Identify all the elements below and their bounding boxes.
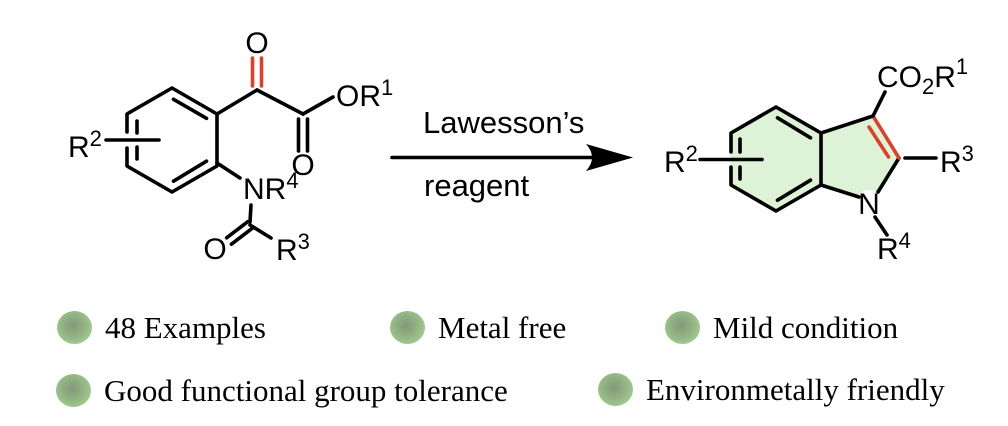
product-r2-label: R2 [664, 141, 698, 179]
product-r4-label: R4 [877, 228, 911, 266]
c2-c3-double-bond [867, 114, 901, 160]
feature-label: Metal free [438, 309, 567, 345]
reagent-line1: Lawesson’s [423, 105, 584, 140]
reagent-line2: reagent [424, 168, 530, 203]
green-sphere-bullet-icon [57, 310, 92, 344]
feature-item-metal-free: Metal free [390, 310, 566, 344]
feature-label: Mild condition [713, 309, 899, 345]
benzene-ring [125, 86, 219, 194]
r3-label: R3 [276, 229, 310, 267]
green-sphere-bullet-icon [598, 372, 633, 406]
n-amide-bond [248, 203, 253, 224]
indole-ring-fill [731, 107, 899, 211]
green-sphere-bullet-icon [390, 310, 425, 344]
feature-item-mild-condition: Mild condition [665, 310, 898, 344]
ester-double-bond [296, 117, 310, 153]
feature-item-functional-group-tolerance: Good functional group tolerance [56, 373, 508, 407]
r2-label: R2 [68, 126, 102, 164]
amide-oxygen-label: O [203, 233, 226, 266]
ketone-oxygen-label: O [245, 27, 268, 60]
arrow-head [586, 144, 633, 171]
feature-label: 48 Examples [105, 309, 266, 345]
amide-double-bond [224, 220, 255, 246]
benzene-double-bonds [135, 97, 209, 183]
product-structure: R2 CO2R1 R3 N R4 [664, 54, 974, 266]
green-sphere-bullet-icon [56, 373, 91, 407]
pyrrole-bonds [819, 114, 901, 199]
product-r3-label: R3 [940, 141, 974, 179]
reaction-arrow: Lawesson’s reagent [390, 105, 633, 203]
n-r4-bond [873, 215, 889, 237]
ketone-ester-bond [255, 88, 305, 116]
feature-item-examples: 48 Examples [57, 310, 266, 344]
green-sphere-bullet-icon [665, 310, 700, 344]
benzo-ring [729, 105, 823, 213]
nr4-label: NR4 [243, 168, 299, 206]
ring-n-bond [215, 161, 242, 180]
n-label: N [858, 188, 880, 221]
ester-oxygen-label: O [291, 149, 314, 182]
c3-ester-bond [871, 90, 887, 118]
co2r1-label: CO2R1 [877, 54, 968, 99]
reactant-structure: R2 O OR1 O NR4 O R3 [68, 27, 393, 267]
or1-label: OR1 [336, 75, 393, 113]
ketone-double-bond [250, 56, 264, 88]
ring-ketone-bond [215, 88, 259, 116]
feature-item-environmentally-friendly: Environmetally friendly [598, 372, 945, 406]
feature-label: Environmetally friendly [646, 371, 945, 407]
n-label-backing [856, 190, 882, 216]
feature-label: Good functional group tolerance [104, 372, 508, 408]
amide-r3-bond [248, 223, 273, 240]
benzo-double-bonds [738, 116, 813, 202]
ester-or1-bond [301, 95, 335, 116]
